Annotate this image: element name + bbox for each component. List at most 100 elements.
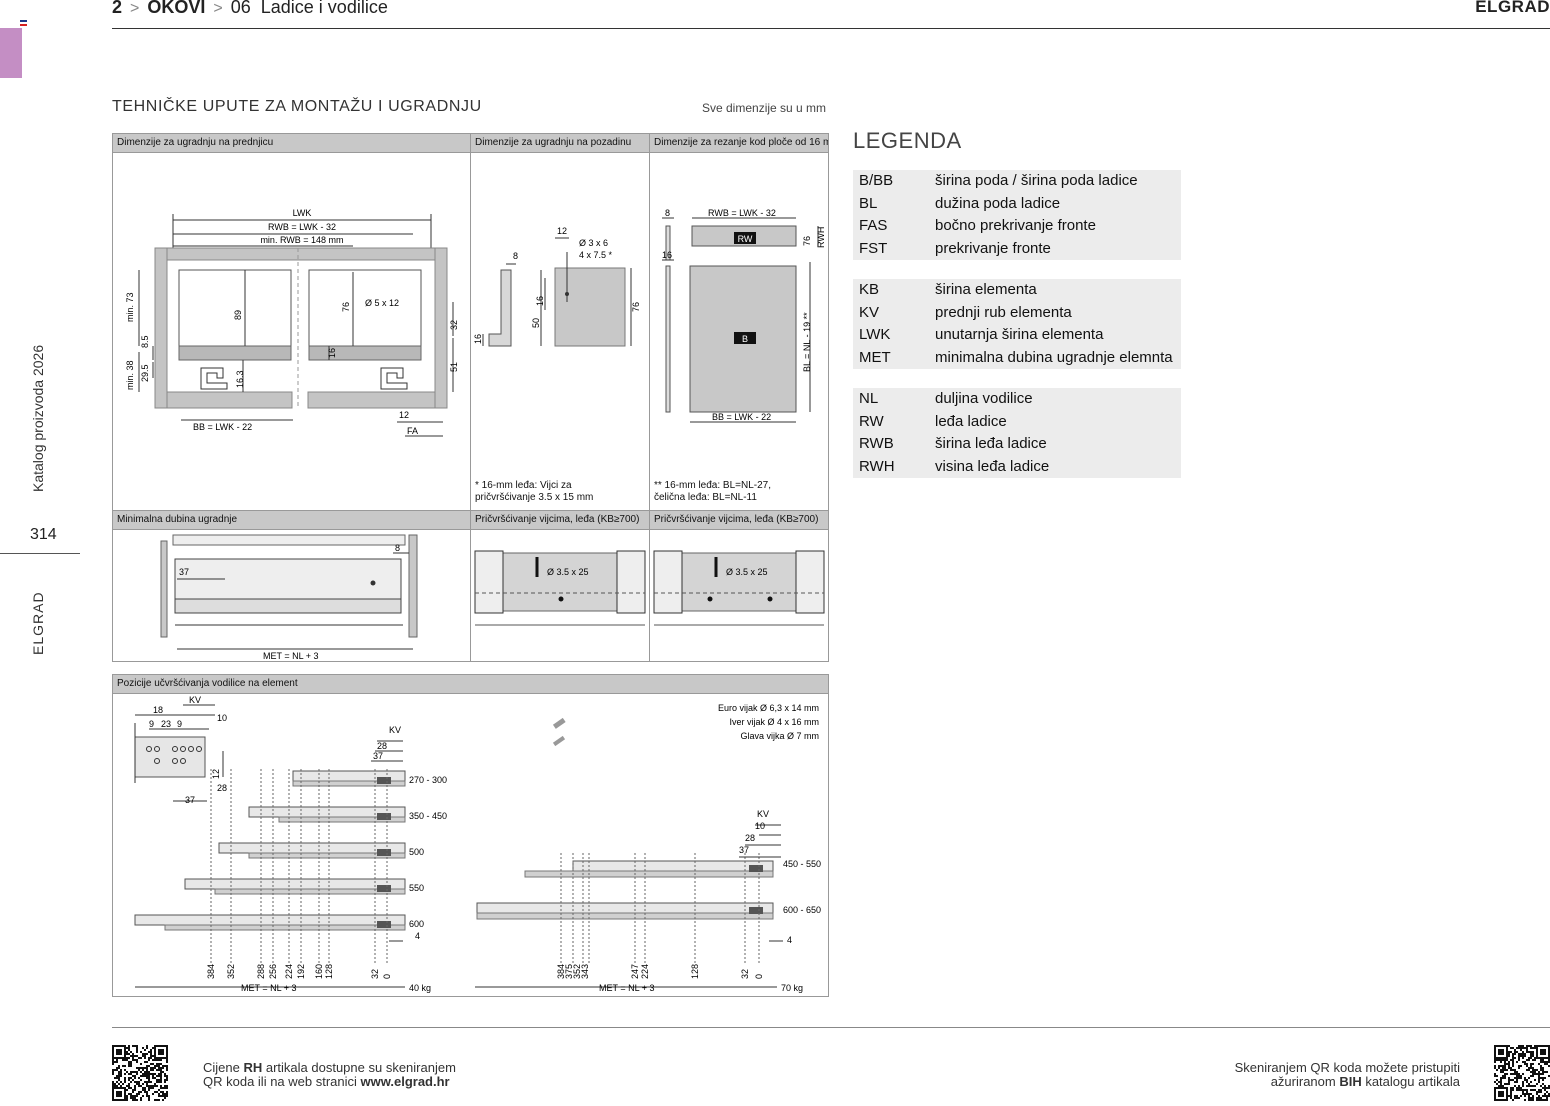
qr-code-rh[interactable]	[112, 1045, 168, 1101]
legend-abbr: KV	[859, 303, 880, 321]
footer-text: ažuriranom	[1270, 1074, 1340, 1089]
cut-note: ** 16-mm leđa: BL=NL-27, čelična leđa: B…	[654, 480, 771, 504]
legend-abbr: NL	[859, 390, 879, 407]
breadcrumb-page-number[interactable]: 2	[112, 0, 123, 17]
dim-3x6: Ø 3 x 6	[579, 238, 608, 248]
dim-16: 16	[535, 296, 545, 306]
x-value: 224	[640, 964, 650, 979]
dim-8: 8	[665, 208, 670, 218]
dim-76: 76	[631, 302, 641, 312]
legend-title: LEGENDA	[853, 128, 962, 153]
dim-kv: KV	[189, 695, 201, 705]
dim-screw: Ø 3.5 x 25	[726, 567, 768, 577]
installation-panel: Dimenzije za ugradnju na prednjicu	[112, 133, 829, 662]
dim-8: 8	[513, 251, 518, 261]
legend-desc: prekrivanje fronte	[935, 239, 1051, 257]
dim-37b: 37	[373, 751, 383, 761]
breadcrumb-section[interactable]: OKOVI	[147, 0, 206, 17]
dim-29-5: 29.5	[140, 364, 150, 382]
footer-left-text: Cijene RH artikala dostupne su skeniranj…	[203, 1061, 456, 1089]
dim-bl: BL = NL - 19 **	[802, 312, 812, 372]
screw-diagram-1: Ø 3.5 x 25	[474, 550, 646, 626]
dim-rwb: RWB = LWK - 32	[268, 222, 336, 232]
dim-9b: 9	[177, 719, 182, 729]
footer-text: Cijene	[203, 1060, 244, 1075]
min-depth-cell: Minimalna dubina ugradnje 37 8 MET = NL …	[113, 510, 471, 661]
right-rail-stack	[476, 853, 774, 963]
x-value: 160	[314, 964, 324, 979]
dim-18: 18	[153, 705, 163, 715]
brand-logo: ELGRAD	[1475, 0, 1550, 16]
screw-spec-head: Glava vijka Ø 7 mm	[740, 731, 819, 741]
footer-text: QR koda ili na web stranici	[203, 1074, 361, 1089]
rail	[476, 902, 774, 920]
back-note: * 16-mm leđa: Vijci za pričvršćivanje 3.…	[475, 480, 593, 504]
dim-bb: BB = LWK - 22	[712, 412, 771, 422]
dim-4: 4	[415, 931, 420, 941]
dim-37c: 37	[739, 845, 749, 855]
dim-met: MET = NL + 3	[263, 651, 319, 661]
page-number: 314	[30, 526, 57, 543]
label-b: B	[742, 334, 748, 344]
dim-rwh: RWH	[816, 227, 826, 248]
legend-desc: unutarnja širina elementa	[935, 326, 1104, 343]
qr-code-bih[interactable]	[1494, 1045, 1550, 1101]
x-value: 128	[324, 964, 334, 979]
dim-32: 32	[449, 320, 459, 330]
x-value: 128	[690, 964, 700, 979]
legend-abbr: FAS	[859, 217, 888, 234]
footer-text-bold: RH	[243, 1060, 263, 1075]
dim-37: 37	[179, 567, 189, 577]
dim-89: 89	[233, 310, 243, 320]
rail	[248, 806, 406, 823]
footer-text: Skeniranjem QR koda možete pristupiti	[1234, 1060, 1460, 1075]
catalog-label: Katalog proizvoda 2026	[30, 344, 46, 492]
x-value: 247	[630, 964, 640, 979]
breadcrumb-chapter[interactable]: Ladice i vodilice	[260, 0, 388, 17]
positions-panel: Pozicije učvršćivanja vodilice na elemen…	[112, 674, 829, 997]
x-value: 32	[370, 969, 380, 979]
legend-desc: širina poda / širina poda ladice	[935, 172, 1138, 189]
flag-icon	[20, 20, 27, 26]
panel-header: Dimenzije za ugradnju na pozadinu	[471, 134, 649, 153]
dim-76: 76	[802, 236, 812, 246]
kg-left: 40 kg	[409, 983, 431, 993]
met-right: MET = NL + 3	[599, 983, 655, 993]
dim-bb: BB = LWK - 22	[193, 422, 252, 432]
footer-text: katalogu artikala	[1361, 1074, 1460, 1089]
panel-header: Pričvršćivanje vijcima, leđa (KB≥700)	[650, 511, 828, 530]
dim-lwk: LWK	[293, 208, 312, 218]
legend-desc: širina leđa ladice	[935, 435, 1047, 452]
dim-51: 51	[449, 362, 459, 372]
x-value: 256	[268, 964, 278, 979]
footer-right-text: Skeniranjem QR koda možete pristupiti až…	[1235, 1061, 1460, 1089]
x-value: 384	[556, 964, 566, 979]
screw-cell-1: Pričvršćivanje vijcima, leđa (KB≥700) Ø …	[471, 510, 650, 661]
x-value: 288	[256, 964, 266, 979]
dim-28: 28	[217, 783, 227, 793]
x-value: 224	[284, 964, 294, 979]
dim-kv2: KV	[389, 725, 401, 735]
dim-16: 16	[327, 348, 337, 358]
x-value: 0	[754, 974, 764, 979]
range-label: 450 - 550	[783, 859, 821, 869]
legend-abbr: FST	[859, 239, 888, 257]
legend-desc: prednji rub elementa	[935, 303, 1072, 321]
screw-icon	[552, 717, 566, 747]
range-label: 550	[409, 883, 424, 893]
legend-abbr: KB	[859, 281, 880, 298]
page-header: 2>OKOVI>06 Ladice i vodilice ELGRAD	[112, 0, 1550, 29]
met-left: MET = NL + 3	[241, 983, 297, 993]
website-link[interactable]: www.elgrad.hr	[360, 1074, 450, 1089]
legend-desc: visina leđa ladice	[935, 457, 1050, 475]
breadcrumb-chapter-number[interactable]: 06	[230, 0, 251, 17]
